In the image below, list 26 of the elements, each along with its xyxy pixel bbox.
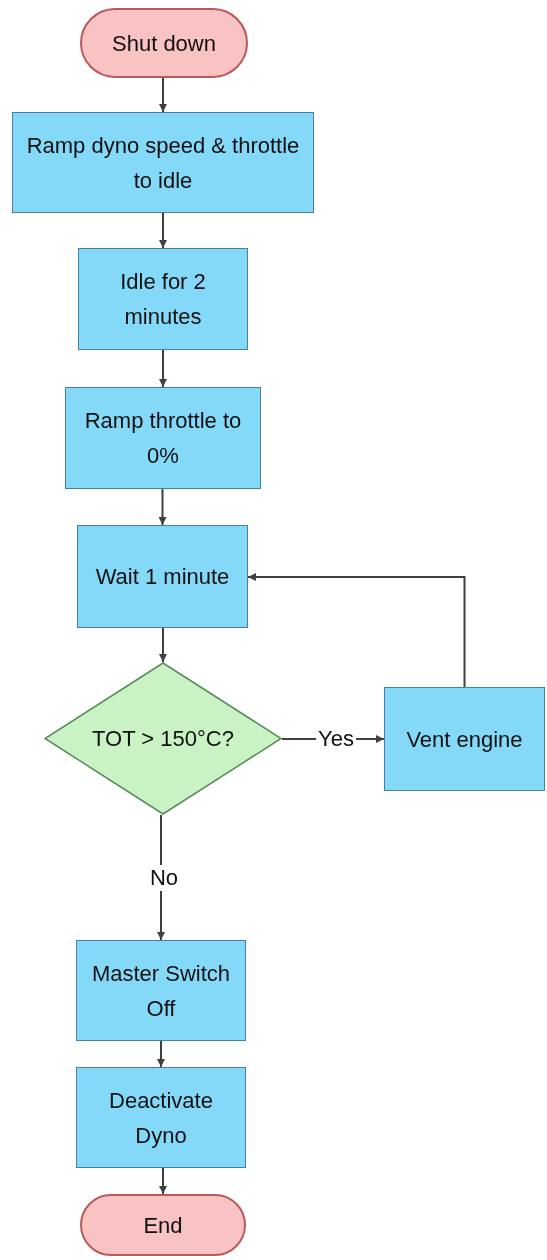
arrow xyxy=(159,1167,167,1195)
node-text: Ramp throttle to 0% xyxy=(83,407,243,470)
arrow xyxy=(159,212,167,249)
process-box xyxy=(78,248,248,350)
process-box xyxy=(65,387,261,489)
arrow xyxy=(159,627,167,663)
node-text: Idle for 2 minutes xyxy=(119,268,207,331)
node-text: Vent engine xyxy=(406,725,523,754)
decision-diamond xyxy=(44,662,282,815)
node-text: Master Switch Off xyxy=(90,959,232,1023)
process-box xyxy=(76,940,246,1041)
arrow xyxy=(159,77,167,113)
process-box xyxy=(77,525,248,628)
node-text: Deactivate Dyno xyxy=(108,1086,214,1150)
node-text: Ramp dyno speed & throttle to idle xyxy=(25,131,301,195)
process-box xyxy=(384,687,545,791)
node-text: End xyxy=(143,1211,183,1240)
process-box xyxy=(76,1067,246,1168)
arrow xyxy=(157,1040,165,1068)
process-box xyxy=(12,112,314,213)
node-text: Wait 1 minute xyxy=(95,563,230,591)
node-text: TOT > 150°C? xyxy=(92,725,234,753)
arrow xyxy=(159,349,167,388)
arrow xyxy=(158,488,167,526)
arrow xyxy=(247,573,466,688)
node-text: Shut down xyxy=(112,29,216,58)
